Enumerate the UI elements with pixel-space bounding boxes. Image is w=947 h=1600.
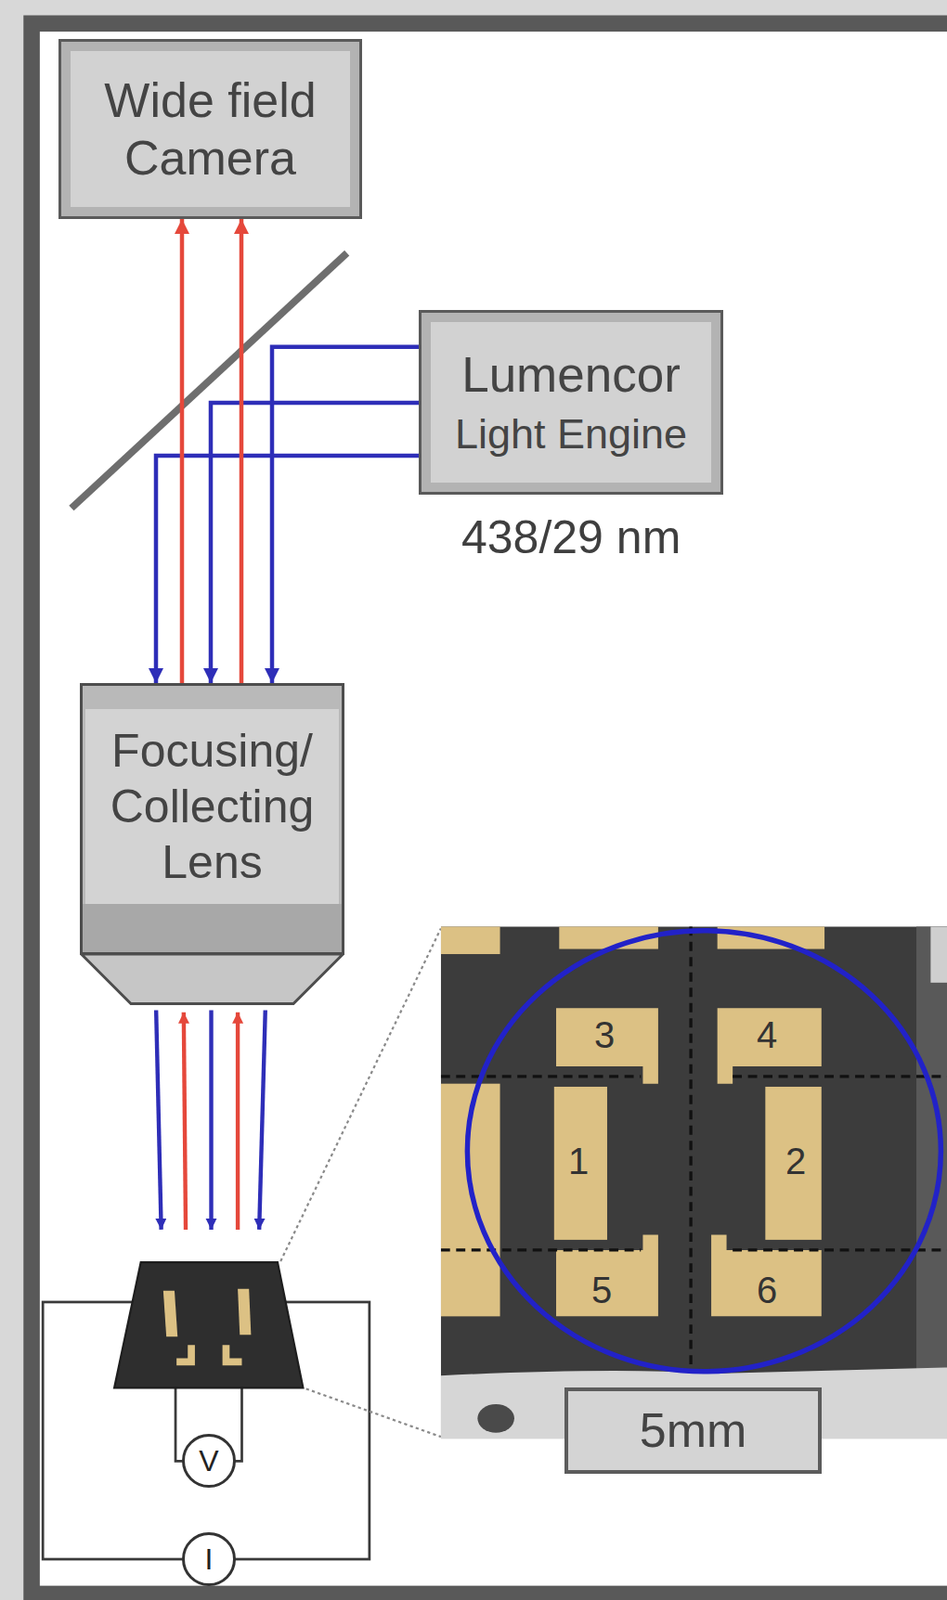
emission-beam — [235, 1012, 240, 1231]
sample-photo — [441, 926, 947, 1440]
emission-beam — [180, 219, 185, 684]
gold-pad — [711, 1234, 822, 1317]
contact-pad — [222, 1345, 243, 1366]
gold-pad — [441, 926, 501, 955]
excitation-beam — [272, 347, 419, 684]
lens-nose — [81, 954, 344, 1005]
node-text: Wide field Camera — [74, 71, 347, 188]
camera-box: Wide field Camera — [58, 38, 363, 220]
scale-box: 5mm — [564, 1388, 822, 1475]
excitation-beam — [155, 455, 419, 684]
photo-blotch — [477, 1404, 515, 1434]
gold-pad — [765, 1087, 821, 1241]
node-text: Light Engine — [434, 409, 708, 460]
callout-number: 5 — [591, 1268, 612, 1313]
lens-band — [82, 904, 342, 953]
voltage-wire — [234, 1377, 243, 1462]
lens-panel — [85, 709, 339, 905]
lens-body — [81, 685, 344, 955]
callout-number: 6 — [756, 1268, 778, 1313]
node-text: 5mm — [573, 1401, 813, 1460]
objective-lens: Focusing/ Collecting Lens — [79, 683, 345, 1006]
gold-pad — [717, 1008, 822, 1084]
voltage-wire — [175, 1377, 184, 1462]
text-holder: Focusing/ Collecting Lens — [85, 709, 339, 905]
connector-group — [155, 219, 419, 684]
wavelength-label: 438/29 nm — [461, 509, 681, 566]
contact-pad — [176, 1345, 195, 1366]
photo-edge — [930, 926, 947, 983]
light-source-box: LumencorLight Engine — [418, 310, 724, 495]
excitation-beam — [259, 1011, 266, 1231]
node-text: V — [181, 1443, 237, 1479]
callout-number: 4 — [756, 1012, 778, 1058]
emission-beam — [183, 1012, 186, 1231]
photo-ground — [441, 926, 947, 1440]
zoom-leader — [306, 1388, 442, 1438]
contact-pad — [163, 1291, 178, 1337]
text-holder: I — [181, 1531, 237, 1588]
text-holder: LumencorLight Engine — [434, 325, 708, 480]
frame — [31, 23, 947, 1595]
voltmeter-symbol: V — [181, 1433, 237, 1490]
node-text: I — [181, 1542, 237, 1578]
text-holder: Wide field Camera — [74, 54, 347, 204]
text-holder: 5mm — [573, 1397, 813, 1466]
callout-number: 3 — [594, 1012, 615, 1058]
node-text: Lumencor — [434, 345, 708, 405]
gold-pad — [556, 1008, 659, 1084]
excitation-beam — [208, 1011, 213, 1231]
excitation-beam — [155, 1011, 161, 1231]
callout-number: 2 — [785, 1139, 806, 1184]
ammeter-symbol: I — [181, 1531, 237, 1588]
emission-beam — [239, 219, 245, 684]
callout-number: 1 — [568, 1139, 589, 1184]
node-text: Focusing/ Collecting Lens — [85, 723, 339, 891]
gold-pad — [556, 1234, 659, 1317]
sample-chip — [114, 1262, 303, 1389]
text-holder: V — [181, 1433, 237, 1490]
gold-pad — [554, 1087, 608, 1241]
illumination-spot — [467, 931, 941, 1373]
contact-pad — [237, 1289, 251, 1336]
